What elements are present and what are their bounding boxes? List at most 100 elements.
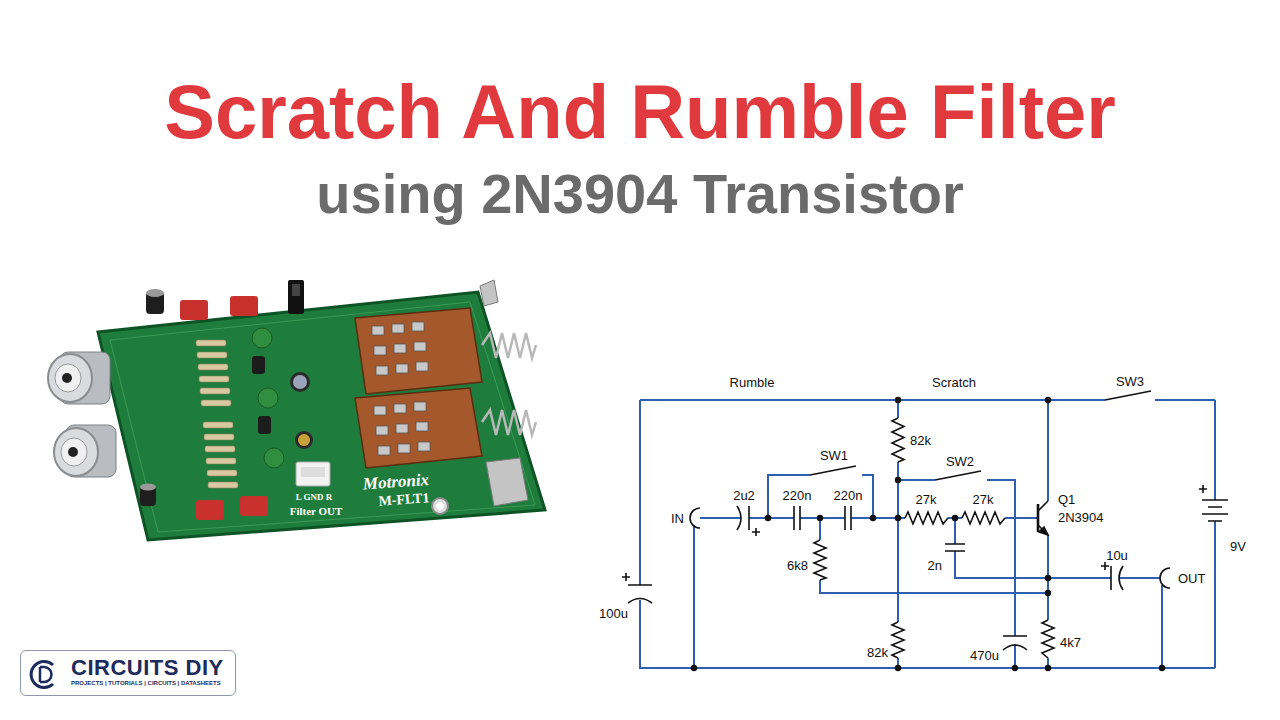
resistor-row: [204, 434, 234, 440]
electrolytic-capacitor: [293, 375, 307, 389]
junction-dot: [1012, 665, 1018, 671]
film-capacitor: [180, 296, 268, 520]
component-value: 220n: [834, 489, 863, 504]
push-switch: [374, 346, 386, 355]
push-switch: [394, 404, 406, 413]
junction-dot: [1045, 665, 1051, 671]
slide-switch: [292, 284, 300, 296]
resistor-row: [196, 340, 226, 346]
signal-name: IN: [671, 512, 684, 527]
part-name: Q1: [1058, 493, 1075, 508]
switch-symbol: [935, 471, 981, 480]
push-switch: [418, 442, 430, 451]
component-value: 470u: [970, 649, 999, 664]
junction-dot: [691, 665, 697, 671]
push-switch: [396, 424, 408, 433]
electrolytic-capacitor: [295, 431, 313, 449]
push-switch: [416, 362, 428, 371]
transistor-package: [258, 416, 271, 434]
spring: [482, 410, 536, 435]
component-value: 27k: [916, 493, 937, 508]
push-switch: [392, 324, 404, 333]
resistor-symbol: [814, 540, 826, 580]
part-number: 2N3904: [1058, 511, 1104, 526]
resistor-row: [205, 446, 235, 452]
resistor-row: [200, 388, 230, 394]
push-switch: [355, 308, 482, 394]
junction-dot: [765, 515, 771, 521]
transistor-arrow: [1039, 527, 1048, 535]
resistor-symbol: [1042, 620, 1054, 658]
resistor-row: [201, 400, 231, 406]
component-value: 220n: [783, 489, 812, 504]
capacitor-symbol: [628, 585, 652, 603]
push-switch: [376, 426, 388, 435]
push-switch: [398, 444, 410, 453]
electrolytic-capacitor: [290, 372, 310, 392]
component-value: 10u: [1106, 549, 1128, 564]
transistor-package: [252, 356, 271, 434]
electrolytic-capacitor: [146, 289, 164, 297]
wire: [898, 480, 1015, 668]
push-switch: [374, 406, 386, 415]
mounting-hole: [432, 498, 448, 514]
wire: [640, 399, 1215, 401]
component-value: 100u: [599, 607, 628, 622]
junction-dot: [1159, 665, 1165, 671]
resistor-row: [196, 340, 238, 488]
resistor-row: [197, 352, 227, 358]
wire: [1214, 400, 1216, 668]
push-switch: [376, 366, 388, 375]
metal-bracket: [480, 280, 528, 506]
component-symbol: [622, 391, 1228, 658]
rca-jack: [62, 373, 72, 383]
push-switch: [378, 446, 390, 455]
rca-jack: [48, 354, 92, 402]
junction-dot: [895, 477, 901, 483]
resistor-row: [207, 470, 237, 476]
resistor-symbol: [905, 512, 948, 524]
push-switch: [412, 322, 424, 331]
junction-dot: [691, 397, 1165, 671]
silkscreen-text: L GND R: [296, 492, 333, 502]
metal-bracket: [480, 280, 498, 306]
resistor-row: [208, 482, 238, 488]
resistor-row: [199, 376, 229, 382]
logo-name: CIRCUITS DIY: [71, 656, 226, 680]
resistor-symbol: [962, 512, 1005, 524]
rca-jack: [48, 352, 116, 477]
part-name: SW2: [946, 455, 974, 470]
subtitle-text: using 2N3904 Transistor: [316, 162, 963, 226]
battery-symbol: [1202, 500, 1228, 521]
ceramic-capacitor: [252, 328, 272, 348]
jack-symbol: [690, 508, 700, 528]
logo-icon: [31, 662, 53, 688]
rca-jack: [68, 447, 78, 457]
logo-icon: [40, 667, 52, 682]
wire: [820, 518, 1048, 593]
component-value: 4k7: [1060, 636, 1081, 651]
junction-dot: [895, 397, 901, 403]
push-switch: [416, 422, 428, 431]
film-capacitor: [240, 496, 268, 516]
wire: [955, 518, 1160, 578]
component-value: 2n: [928, 559, 942, 574]
ceramic-capacitor: [258, 388, 278, 408]
wire: [693, 526, 695, 668]
header-connector: [296, 462, 330, 486]
wire: [1161, 585, 1163, 668]
header-connector: [301, 467, 325, 477]
film-capacitor: [196, 500, 224, 520]
push-switch: [372, 326, 384, 335]
resistor-row: [206, 458, 236, 464]
junction-dot: [952, 515, 958, 521]
capacitor-symbol: [945, 544, 965, 551]
junction-dot: [1045, 590, 1051, 596]
capacitor-symbol: [737, 506, 749, 530]
junction-dot: [870, 515, 876, 521]
mounting-hole: [432, 498, 448, 514]
capacitor-symbol: [1003, 636, 1027, 650]
electrolytic-capacitor: [140, 289, 313, 506]
pcb-photo: [48, 280, 545, 540]
pcb-photo: [110, 302, 535, 532]
